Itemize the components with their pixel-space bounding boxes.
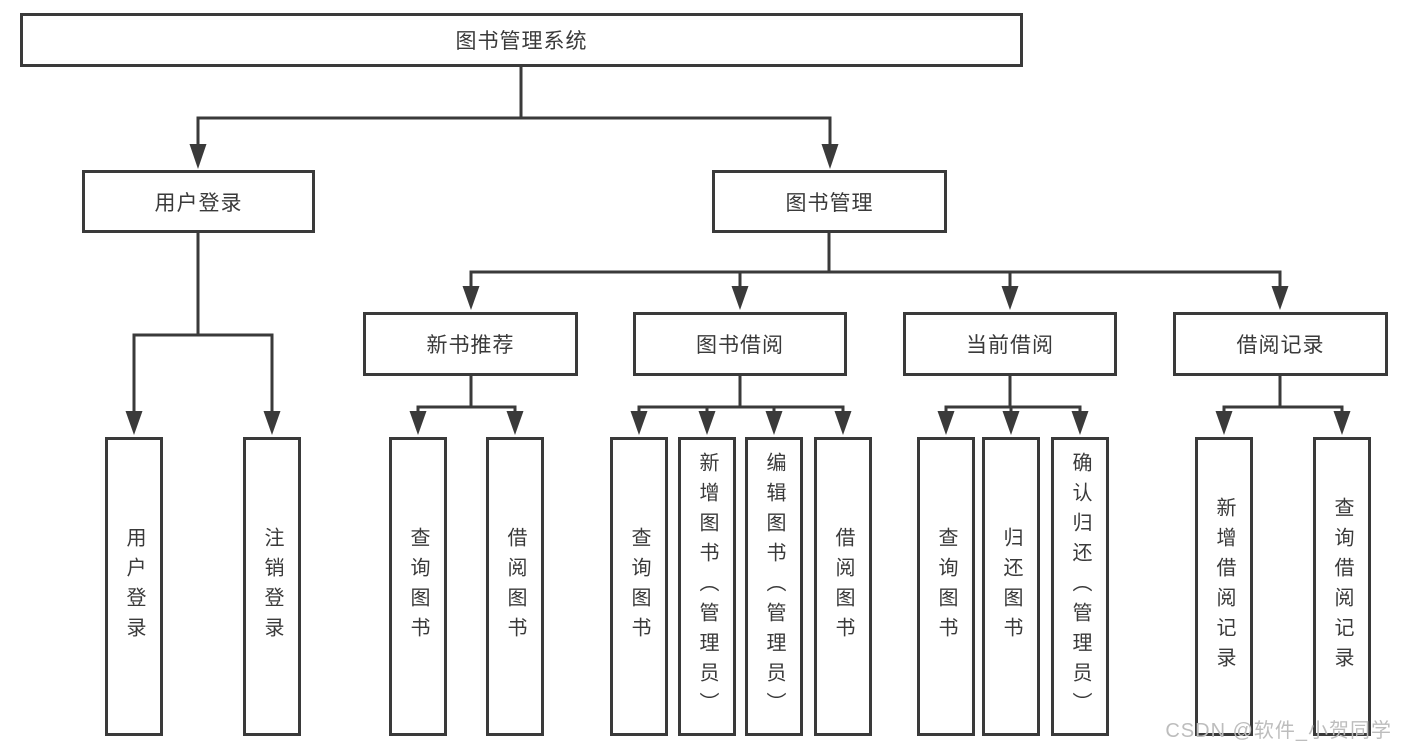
node-borrow-records-label: 借阅记录	[1236, 334, 1325, 357]
leaf-user-login-label: 用户登录	[123, 526, 145, 647]
leaf-query-books-borrow-label: 查询图书	[628, 526, 650, 647]
leaf-query-books-current-label: 查询图书	[935, 526, 957, 647]
leaf-borrow-books-recommend-label: 借阅图书	[504, 526, 526, 647]
leaf-confirm-return-admin-label: 确认归还（管理员）	[1069, 451, 1091, 722]
node-new-book-recommend: 新书推荐	[363, 312, 578, 376]
node-book-borrow: 图书借阅	[633, 312, 847, 376]
leaf-query-books-current: 查询图书	[917, 437, 975, 736]
node-borrow-records: 借阅记录	[1173, 312, 1388, 376]
leaf-query-books-recommend-label: 查询图书	[407, 526, 429, 647]
leaf-borrow-books-label: 借阅图书	[832, 526, 854, 647]
node-library-system-label: 图书管理系统	[455, 30, 588, 53]
watermark-text: CSDN @软件_小贺同学	[1165, 720, 1392, 742]
leaf-query-borrow-record: 查询借阅记录	[1313, 437, 1371, 736]
leaf-add-borrow-record: 新增借阅记录	[1195, 437, 1253, 736]
leaf-borrow-books-recommend: 借阅图书	[486, 437, 544, 736]
node-book-management-label: 图书管理	[785, 191, 874, 215]
leaf-return-book-label: 归还图书	[1000, 526, 1022, 647]
leaf-edit-book-admin-label: 编辑图书（管理员）	[763, 451, 785, 722]
node-user-login: 用户登录	[82, 170, 315, 233]
node-user-login-label: 用户登录	[154, 191, 243, 215]
leaf-edit-book-admin: 编辑图书（管理员）	[745, 437, 803, 736]
leaf-user-login: 用户登录	[105, 437, 163, 736]
node-book-borrow-label: 图书借阅	[696, 334, 784, 357]
leaf-query-borrow-record-label: 查询借阅记录	[1331, 496, 1353, 677]
leaf-borrow-books: 借阅图书	[814, 437, 872, 736]
leaf-logout-label: 注销登录	[261, 526, 283, 647]
node-current-borrow: 当前借阅	[903, 312, 1117, 376]
leaf-return-book: 归还图书	[982, 437, 1040, 736]
node-library-system: 图书管理系统	[20, 13, 1023, 67]
leaf-query-books-borrow: 查询图书	[610, 437, 668, 736]
node-book-management: 图书管理	[712, 170, 947, 233]
leaf-query-books-recommend: 查询图书	[389, 437, 447, 736]
leaf-add-book-admin: 新增图书（管理员）	[678, 437, 736, 736]
leaf-add-borrow-record-label: 新增借阅记录	[1213, 496, 1235, 677]
node-new-book-recommend-label: 新书推荐	[426, 334, 515, 357]
node-current-borrow-label: 当前借阅	[966, 334, 1054, 357]
leaf-confirm-return-admin: 确认归还（管理员）	[1051, 437, 1109, 736]
leaf-add-book-admin-label: 新增图书（管理员）	[696, 451, 718, 722]
leaf-logout: 注销登录	[243, 437, 301, 736]
